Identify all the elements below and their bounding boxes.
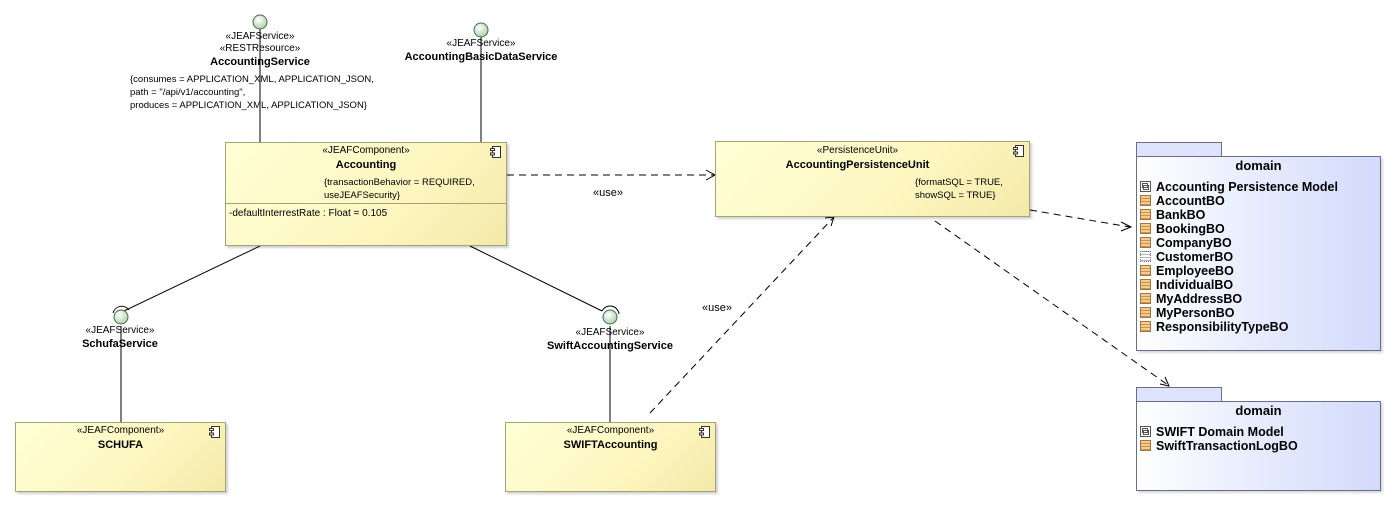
component-icon bbox=[209, 426, 220, 438]
item-label: MyAddressBO bbox=[1156, 292, 1243, 306]
package-item-customerbo[interactable]: CustomerBO bbox=[1140, 250, 1233, 264]
accounting-component[interactable]: «JEAFComponent» Accounting {transactionB… bbox=[225, 142, 507, 246]
domain-package-tab bbox=[1136, 142, 1222, 157]
item-label: AccountBO bbox=[1156, 194, 1225, 208]
item-label: SwiftTransactionLogBO bbox=[1156, 439, 1298, 453]
basic-data-service-stereotype: «JEAFService» bbox=[446, 38, 516, 49]
swift-service-stereotype: «JEAFService» bbox=[575, 327, 645, 338]
component-icon bbox=[490, 146, 501, 158]
accounting-compartment-divider bbox=[226, 203, 506, 204]
class-icon bbox=[1140, 195, 1151, 206]
schufa-component[interactable]: «JEAFComponent» SCHUFA bbox=[15, 422, 226, 492]
class-icon bbox=[1140, 223, 1151, 234]
swift-domain-package[interactable]: domain SWIFT Domain Model SwiftTransacti… bbox=[1136, 401, 1381, 491]
accounting-service-stereotype-restresource: «RESTResource» bbox=[219, 43, 301, 54]
accounting-to-schufa-service-line bbox=[123, 245, 261, 312]
persistence-unit-tagged-line2: showSQL = TRUE} bbox=[915, 190, 996, 201]
class-icon bbox=[1140, 279, 1151, 290]
interface-icon bbox=[1140, 251, 1151, 262]
package-item-accountbo[interactable]: AccountBO bbox=[1140, 194, 1225, 208]
package-item-bankbo[interactable]: BankBO bbox=[1140, 208, 1205, 222]
accounting-attribute[interactable]: -defaultInterrestRate : Float = 0.105 bbox=[229, 208, 388, 219]
item-label: BookingBO bbox=[1156, 222, 1225, 236]
swift-service-name[interactable]: SwiftAccountingService bbox=[547, 340, 673, 352]
item-label: Accounting Persistence Model bbox=[1156, 180, 1338, 194]
class-icon bbox=[1140, 321, 1151, 332]
arrowhead-3 bbox=[1120, 221, 1133, 232]
accounting-to-swift-service-line bbox=[469, 245, 603, 312]
schufa-name: SCHUFA bbox=[97, 439, 144, 451]
item-label: CustomerBO bbox=[1156, 250, 1234, 264]
use-label-swiftaccounting: «use» bbox=[702, 302, 732, 314]
accounting-name: Accounting bbox=[335, 159, 397, 171]
component-icon bbox=[1013, 145, 1024, 157]
accounting-service-lollipop-icon[interactable] bbox=[252, 14, 268, 30]
accounting-tagged-line1: {transactionBehavior = REQUIRED, bbox=[324, 177, 475, 188]
item-label: IndividualBO bbox=[1156, 278, 1234, 292]
class-icon bbox=[1140, 293, 1151, 304]
arrowhead-4 bbox=[1159, 376, 1170, 387]
swift-service-lollipop-icon[interactable] bbox=[602, 309, 618, 325]
accounting-service-name[interactable]: AccountingService bbox=[210, 56, 310, 68]
schufa-service-socket-icon bbox=[112, 305, 130, 314]
package-item-individualbo[interactable]: IndividualBO bbox=[1140, 278, 1233, 292]
class-icon bbox=[1140, 307, 1151, 318]
package-item-employeebo[interactable]: EmployeeBO bbox=[1140, 264, 1234, 278]
accounting-service-stereotype-jeafservice: «JEAFService» bbox=[225, 31, 295, 42]
pu-to-swift-domain-dependency bbox=[934, 220, 1169, 386]
model-icon bbox=[1140, 426, 1151, 437]
package-item-swift-domain-model[interactable]: SWIFT Domain Model bbox=[1140, 425, 1284, 439]
basic-data-service-name[interactable]: AccountingBasicDataService bbox=[404, 51, 558, 63]
schufa-service-stereotype: «JEAFService» bbox=[85, 325, 155, 336]
swiftaccounting-stereotype: «JEAFComponent» bbox=[566, 425, 655, 436]
class-icon bbox=[1140, 237, 1151, 248]
class-icon bbox=[1140, 209, 1151, 220]
domain-package-title: domain bbox=[1235, 158, 1282, 173]
basic-data-service-lollipop-icon[interactable] bbox=[473, 22, 489, 38]
item-label: BankBO bbox=[1156, 208, 1206, 222]
item-label: CompanyBO bbox=[1156, 236, 1232, 250]
accounting-tagged-line2: useJEAFSecurity} bbox=[324, 190, 401, 201]
accounting-service-tagged-produces: produces = APPLICATION_XML, APPLICATION_… bbox=[130, 100, 367, 111]
domain-package[interactable]: domain Accounting Persistence Model Acco… bbox=[1136, 156, 1381, 351]
schufa-stereotype: «JEAFComponent» bbox=[76, 425, 165, 436]
package-item-accounting-persistence-model[interactable]: Accounting Persistence Model bbox=[1140, 180, 1338, 194]
persistence-unit-stereotype: «PersistenceUnit» bbox=[816, 145, 899, 156]
schufa-service-lollipop-icon[interactable] bbox=[113, 309, 129, 325]
persistence-unit-tagged-line1: {formatSQL = TRUE, bbox=[915, 177, 1003, 188]
swiftaccounting-component[interactable]: «JEAFComponent» SWIFTAccounting bbox=[505, 422, 716, 492]
package-item-companybo[interactable]: CompanyBO bbox=[1140, 236, 1232, 250]
arrowhead-2 bbox=[824, 216, 835, 227]
class-icon bbox=[1140, 265, 1151, 276]
accounting-service-tagged-path: path = "/api/v1/accounting", bbox=[130, 87, 246, 98]
persistence-unit-component[interactable]: «PersistenceUnit» AccountingPersistenceU… bbox=[715, 141, 1030, 217]
swiftaccounting-name: SWIFTAccounting bbox=[563, 439, 658, 451]
item-label: ResponsibilityTypeBO bbox=[1156, 320, 1289, 334]
persistence-unit-name: AccountingPersistenceUnit bbox=[785, 159, 930, 171]
pu-to-domain-dependency bbox=[1029, 209, 1131, 228]
class-icon bbox=[1140, 440, 1151, 451]
item-label: EmployeeBO bbox=[1156, 264, 1234, 278]
accounting-service-tagged-consumes: {consumes = APPLICATION_XML, APPLICATION… bbox=[130, 74, 374, 85]
component-icon bbox=[699, 426, 710, 438]
package-item-bookingbo[interactable]: BookingBO bbox=[1140, 222, 1225, 236]
package-item-responsibilitytypebo[interactable]: ResponsibilityTypeBO bbox=[1140, 320, 1288, 334]
swift-service-socket-icon bbox=[601, 305, 620, 315]
package-item-myaddressbo[interactable]: MyAddressBO bbox=[1140, 292, 1242, 306]
swift-domain-package-title: domain bbox=[1235, 403, 1282, 418]
schufa-service-name[interactable]: SchufaService bbox=[82, 338, 158, 350]
accounting-stereotype: «JEAFComponent» bbox=[322, 145, 410, 156]
use-label-accounting: «use» bbox=[593, 187, 623, 199]
item-label: SWIFT Domain Model bbox=[1156, 425, 1284, 439]
swift-domain-package-tab bbox=[1136, 387, 1222, 402]
package-item-mypersonbo[interactable]: MyPersonBO bbox=[1140, 306, 1235, 320]
model-icon bbox=[1140, 181, 1151, 192]
swiftaccounting-use-dependency bbox=[649, 217, 834, 414]
package-item-swifttransactionlogbo[interactable]: SwiftTransactionLogBO bbox=[1140, 439, 1298, 453]
item-label: MyPersonBO bbox=[1156, 306, 1235, 320]
